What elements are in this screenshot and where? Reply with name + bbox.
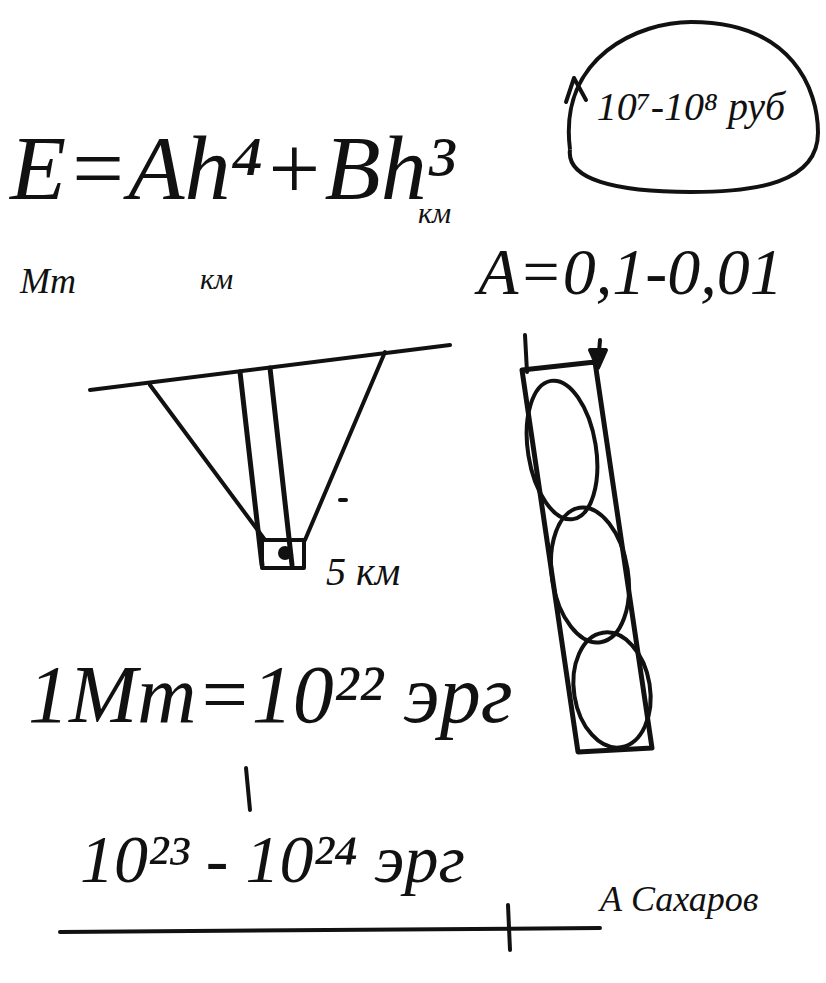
dimension-tick: [340, 498, 346, 502]
energy-result: 10²³ - 10²⁴ эрг: [80, 822, 465, 897]
crater-side: [150, 385, 265, 540]
leader-line: [525, 335, 527, 372]
dimension-label: 5 км: [326, 550, 400, 594]
formula: E=Ah⁴+Bh³: [10, 118, 454, 219]
leader-arrowhead: [590, 350, 606, 368]
underline-tick: [508, 905, 510, 950]
oval-text: 10⁷-10⁸ руб: [597, 85, 785, 129]
unit-note: Мт: [20, 262, 76, 302]
ink-stroke: [246, 768, 250, 810]
charge-dot: [280, 548, 290, 558]
underline: [60, 928, 600, 932]
charge-capsule: [517, 376, 606, 525]
charge-capsule: [565, 627, 658, 753]
charge-chamber: [262, 540, 304, 568]
coefficient-note: A=0,1-0,01: [478, 236, 783, 309]
charge-column: [522, 362, 652, 752]
oval-outline: [569, 22, 818, 192]
signature: А Сахаров: [600, 880, 758, 920]
unit-note: км: [418, 196, 451, 229]
bore-hole: [240, 368, 292, 565]
crater-side: [305, 352, 385, 540]
oval-note: 10⁷-10⁸ руб: [560, 18, 822, 196]
charge-capsule: [542, 502, 638, 648]
unit-note: км: [200, 262, 233, 295]
energy-note: 1Мт=10²² эрг: [28, 650, 513, 740]
